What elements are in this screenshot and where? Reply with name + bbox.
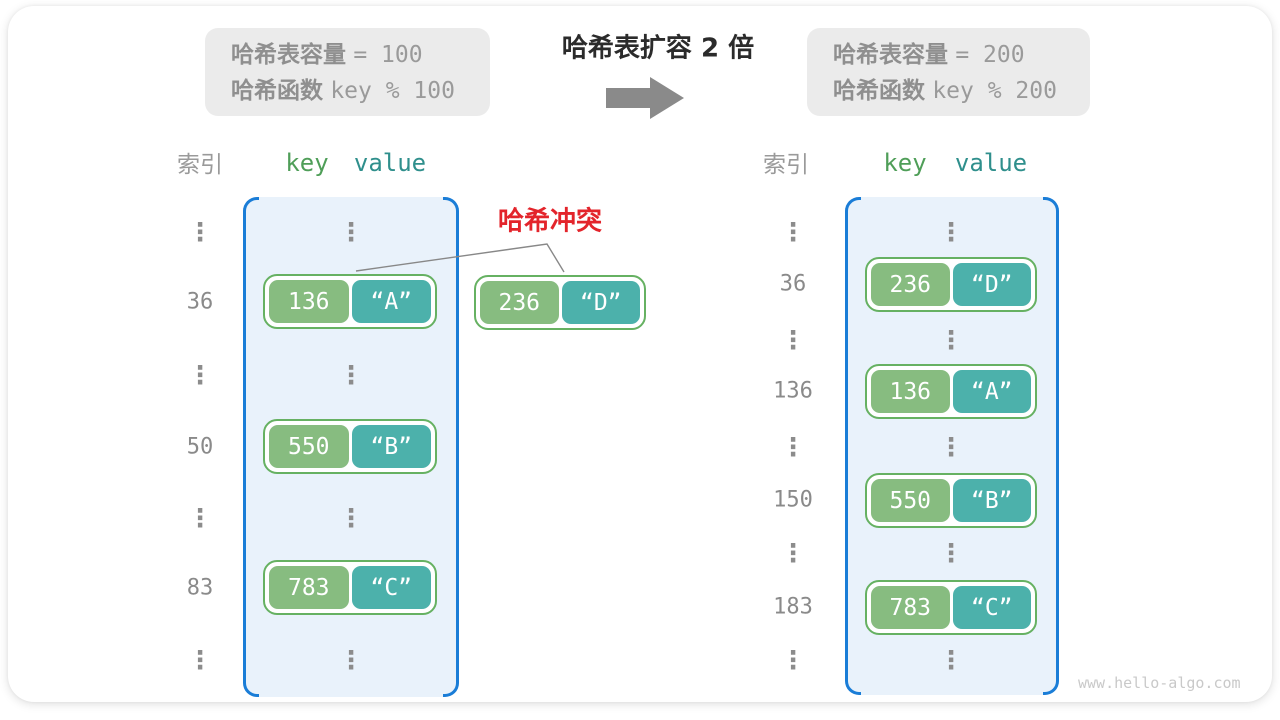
before-pair-136-A: 136 “A” [263, 274, 437, 329]
after-key-header: key [883, 149, 927, 177]
capacity-label: 哈希表容量 [833, 42, 948, 68]
capacity-line: 哈希表容量 = 100 [231, 37, 490, 73]
capacity-line: 哈希表容量 = 200 [833, 37, 1090, 73]
ellipsis: ⋮ [187, 217, 213, 247]
key-cell: 236 [480, 281, 559, 324]
value-cell: “D” [952, 263, 1031, 306]
ellipsis: ⋮ [938, 538, 964, 568]
before-value-header: value [353, 149, 427, 177]
ellipsis: ⋮ [780, 432, 806, 462]
capacity-code: = 200 [955, 42, 1025, 68]
collision-label: 哈希冲突 [497, 206, 603, 237]
hash-function-code: key % 100 [330, 78, 455, 104]
key-cell: 136 [871, 370, 950, 413]
key-cell: 136 [269, 280, 349, 323]
hash-function-label: 哈希函数 [833, 78, 925, 104]
capacity-label: 哈希表容量 [231, 42, 346, 68]
ellipsis: ⋮ [938, 432, 964, 462]
before-index-36: 36 [186, 289, 214, 315]
after-pair-783-C: 783 “C” [865, 580, 1037, 635]
before-index-header: 索引 [177, 152, 223, 178]
after-pair-236-D: 236 “D” [865, 257, 1037, 312]
diagram-card [8, 6, 1272, 702]
key-cell: 550 [871, 479, 950, 522]
after-value-header: value [954, 149, 1028, 177]
ellipsis: ⋮ [187, 360, 213, 390]
after-index-36: 36 [779, 271, 807, 297]
after-index-150: 150 [773, 487, 813, 513]
value-cell: “A” [351, 280, 431, 323]
after-index-136: 136 [773, 378, 813, 404]
value-cell: “C” [952, 586, 1031, 629]
hash-function-line: 哈希函数 key % 200 [833, 73, 1090, 109]
diagram-title: 哈希表扩容 2 倍 [561, 33, 755, 64]
ellipsis: ⋮ [780, 217, 806, 247]
ellipsis: ⋮ [938, 217, 964, 247]
ellipsis: ⋮ [780, 538, 806, 568]
info-box-after: 哈希表容量 = 200 哈希函数 key % 200 [807, 28, 1090, 116]
value-cell: “D” [561, 281, 640, 324]
value-cell: “B” [952, 479, 1031, 522]
after-pair-550-B: 550 “B” [865, 473, 1037, 528]
watermark: www.hello-algo.com [1078, 674, 1241, 692]
key-cell: 236 [871, 263, 950, 306]
value-cell: “A” [952, 370, 1031, 413]
before-pair-550-B: 550 “B” [263, 419, 437, 474]
ellipsis: ⋮ [338, 503, 364, 533]
key-cell: 783 [871, 586, 950, 629]
before-index-50: 50 [186, 434, 214, 460]
before-index-83: 83 [186, 575, 214, 601]
ellipsis: ⋮ [938, 325, 964, 355]
ellipsis: ⋮ [780, 645, 806, 675]
ellipsis: ⋮ [338, 360, 364, 390]
after-pair-136-A: 136 “A” [865, 364, 1037, 419]
hash-function-code: key % 200 [932, 78, 1057, 104]
ellipsis: ⋮ [338, 645, 364, 675]
after-index-header: 索引 [763, 152, 809, 178]
capacity-code: = 100 [353, 42, 423, 68]
after-index-183: 183 [773, 594, 813, 620]
key-cell: 783 [269, 566, 349, 609]
key-cell: 550 [269, 425, 349, 468]
hash-function-line: 哈希函数 key % 100 [231, 73, 490, 109]
ellipsis: ⋮ [938, 645, 964, 675]
ellipsis: ⋮ [338, 217, 364, 247]
value-cell: “C” [351, 566, 431, 609]
collision-pair-236-D: 236 “D” [474, 275, 646, 330]
before-pair-783-C: 783 “C” [263, 560, 437, 615]
ellipsis: ⋮ [780, 325, 806, 355]
ellipsis: ⋮ [187, 503, 213, 533]
before-key-header: key [285, 149, 329, 177]
hash-function-label: 哈希函数 [231, 78, 323, 104]
ellipsis: ⋮ [187, 645, 213, 675]
info-box-before: 哈希表容量 = 100 哈希函数 key % 100 [205, 28, 490, 116]
value-cell: “B” [351, 425, 431, 468]
